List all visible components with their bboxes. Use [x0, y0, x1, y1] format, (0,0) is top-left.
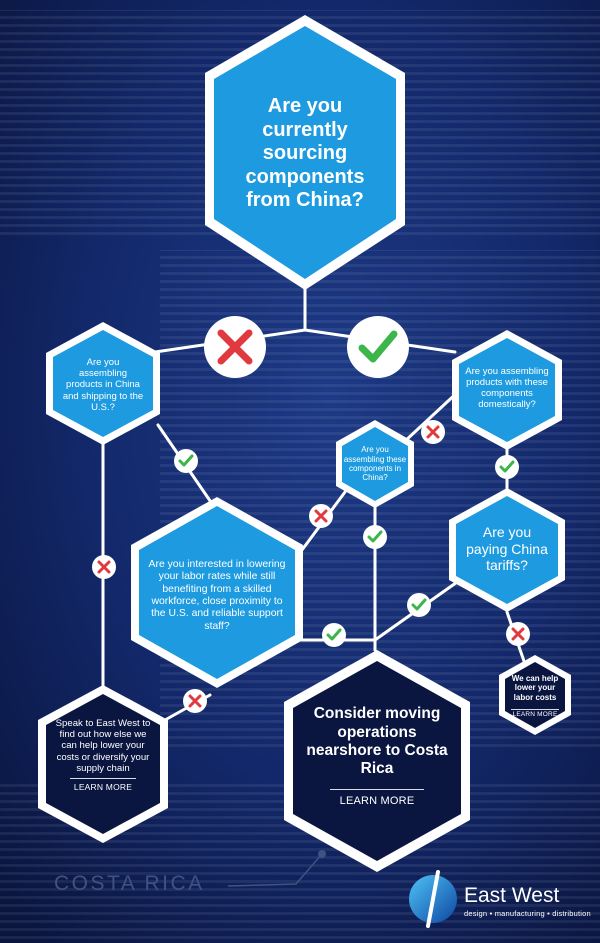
- check-icon: [499, 460, 515, 473]
- x-icon: [188, 694, 202, 708]
- divider-result-speak: [70, 778, 136, 779]
- hex-tariffs: [449, 488, 565, 612]
- question-assembling-china: Are you assembling products in China and…: [62, 356, 144, 413]
- x-icon: [314, 509, 328, 523]
- check-icon: [178, 454, 194, 467]
- yes-markers: [174, 449, 519, 647]
- no-marker: [183, 689, 207, 713]
- no-badge-large: [204, 316, 266, 378]
- brand-name: East West: [464, 884, 560, 907]
- yes-marker: [174, 449, 198, 473]
- no-marker: [92, 555, 116, 579]
- map-label-costa-rica: COSTA RICA: [54, 872, 205, 895]
- no-marker: [506, 622, 530, 646]
- yes-marker: [407, 593, 431, 617]
- learn-more-link-costs[interactable]: LEARN MORE: [512, 711, 558, 718]
- check-icon: [367, 530, 383, 543]
- no-marker: [309, 504, 333, 528]
- divider-result-costs: [511, 709, 559, 710]
- result-speak-to-east-west: Speak to East West to find out how else …: [55, 717, 151, 774]
- divider-result-nearshore: [330, 789, 424, 790]
- main-question: Are you currently sourcing components fr…: [245, 95, 365, 212]
- x-icon: [511, 627, 525, 641]
- yes-marker: [363, 525, 387, 549]
- check-icon: [326, 628, 342, 641]
- yes-badge-large: [347, 316, 409, 378]
- east-west-logo-icon: [409, 870, 457, 928]
- brand-tagline: design • manufacturing • distribution: [464, 909, 591, 918]
- learn-more-link-speak[interactable]: LEARN MORE: [73, 782, 133, 792]
- hex-result-nearshore: [284, 650, 470, 872]
- map-pointer-dot: [318, 850, 326, 858]
- question-tariffs: Are you paying China tariffs?: [466, 524, 548, 574]
- x-icon: [97, 560, 111, 574]
- check-icon: [358, 330, 398, 363]
- hex-result-costs: [499, 655, 571, 735]
- no-marker: [421, 420, 445, 444]
- result-lower-labor-costs: We can help lower your labor costs: [511, 673, 559, 702]
- hex-assembling-these: [336, 420, 414, 508]
- yes-marker: [322, 623, 346, 647]
- learn-more-link-nearshore[interactable]: LEARN MORE: [339, 795, 415, 807]
- yes-marker: [495, 455, 519, 479]
- x-icon: [426, 425, 440, 439]
- hex-main-question: [205, 15, 405, 290]
- question-assembling-domestic: Are you assembling products with these c…: [465, 365, 549, 411]
- x-icon: [217, 329, 253, 365]
- hex-labor: [131, 497, 303, 688]
- result-nearshore-costa-rica: Consider moving operations nearshore to …: [306, 705, 448, 778]
- map-pointer-line: [227, 853, 323, 887]
- hex-assembling-domestic: [452, 330, 562, 450]
- hex-assembling-china: [46, 322, 160, 445]
- hex-result-speak: [38, 685, 168, 843]
- check-icon: [411, 598, 427, 611]
- question-assembling-these: Are you assembling these components in C…: [343, 445, 407, 483]
- no-markers: [92, 420, 530, 713]
- question-labor: Are you interested in lowering your labo…: [148, 559, 286, 632]
